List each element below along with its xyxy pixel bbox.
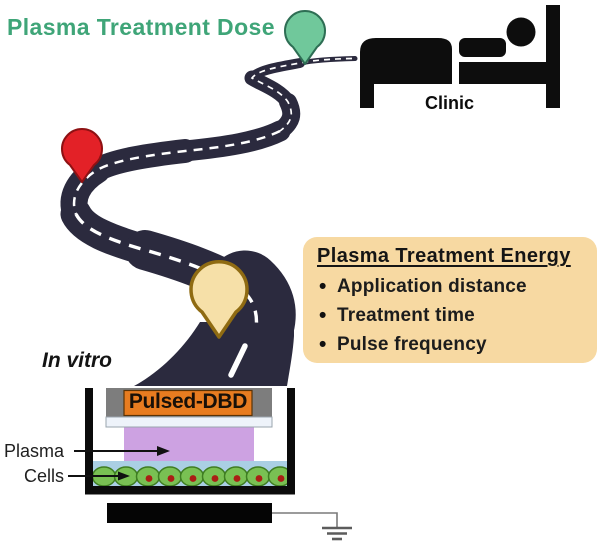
cells-arrow xyxy=(68,471,130,481)
cell-nuclei xyxy=(145,475,285,482)
list-item: Pulse frequency xyxy=(315,330,587,359)
cells-annotation-label: Cells xyxy=(24,466,65,486)
invitro-pin-icon xyxy=(189,260,249,339)
road-centerline xyxy=(72,57,353,378)
ground-wire xyxy=(272,512,338,527)
invitro-label: In vitro xyxy=(42,349,113,372)
plasma-column xyxy=(124,427,254,467)
mid-journey-pin-icon xyxy=(61,128,103,183)
energy-box-title: Plasma Treatment Energy xyxy=(317,245,571,267)
patient-bed-icon xyxy=(360,5,560,108)
list-item: Treatment time xyxy=(315,301,587,330)
list-item-label: Pulse frequency xyxy=(337,334,487,355)
ground-symbol-icon xyxy=(322,526,352,541)
page-title: Plasma Treatment Dose xyxy=(7,14,275,40)
ground-electrode xyxy=(107,503,272,523)
dbd-source-box xyxy=(123,389,253,417)
dbd-device-label: Pulsed-DBD xyxy=(128,390,248,413)
energy-parameters-box: Plasma Treatment Energy Application dist… xyxy=(303,237,597,363)
road-bottom-flare xyxy=(134,322,294,386)
plasma-annotation-label: Plasma xyxy=(4,441,65,461)
energy-parameters-list: Application distance Treatment time Puls… xyxy=(315,272,587,359)
list-item-label: Treatment time xyxy=(337,305,475,326)
clinic-label: Clinic xyxy=(425,93,475,113)
clinic-pin-icon xyxy=(284,10,326,65)
dbd-setup xyxy=(68,388,352,541)
dish-walls xyxy=(85,388,295,495)
plasma-arrow xyxy=(74,446,170,456)
list-item: Application distance xyxy=(315,272,587,301)
list-item-label: Application distance xyxy=(337,276,527,297)
dielectric-strip xyxy=(105,416,273,428)
